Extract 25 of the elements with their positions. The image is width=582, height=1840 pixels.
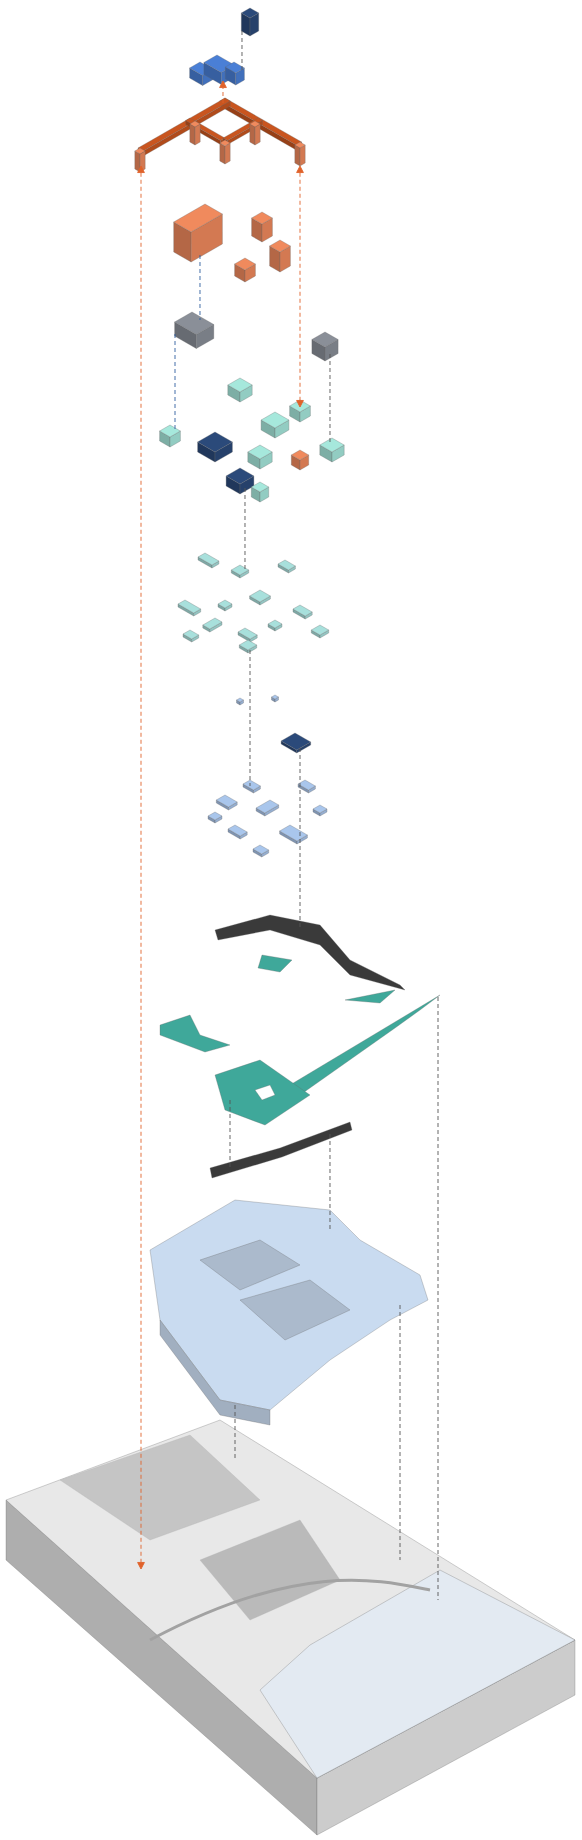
projection-line <box>329 1133 331 1231</box>
floor-slab-drawing <box>207 694 328 858</box>
projection-line <box>244 487 246 572</box>
arrow <box>219 80 227 104</box>
tower-block-drawing <box>241 7 259 37</box>
projection-line <box>329 353 331 444</box>
building-block-drawing <box>311 331 339 362</box>
projection-line <box>437 996 439 1601</box>
projection-line <box>199 254 201 321</box>
projection-line <box>249 649 251 787</box>
landscape-layer-drawing <box>159 914 441 1126</box>
terrain-volume-drawing <box>149 1199 429 1426</box>
building-block-drawing <box>174 311 214 349</box>
projection-line <box>229 1099 231 1168</box>
arrow <box>296 165 304 408</box>
projection-line <box>399 1304 401 1561</box>
building-block-drawing <box>189 54 245 86</box>
roof-frame-drawing <box>134 97 306 173</box>
arrow <box>137 165 145 1570</box>
building-cluster-drawing <box>159 377 345 503</box>
projection-line <box>234 1404 236 1461</box>
floor-slab-drawing <box>177 552 329 654</box>
retaining-wall-drawing <box>209 1121 353 1179</box>
terrain-model-drawing <box>5 1419 576 1836</box>
building-block-drawing <box>173 203 291 283</box>
